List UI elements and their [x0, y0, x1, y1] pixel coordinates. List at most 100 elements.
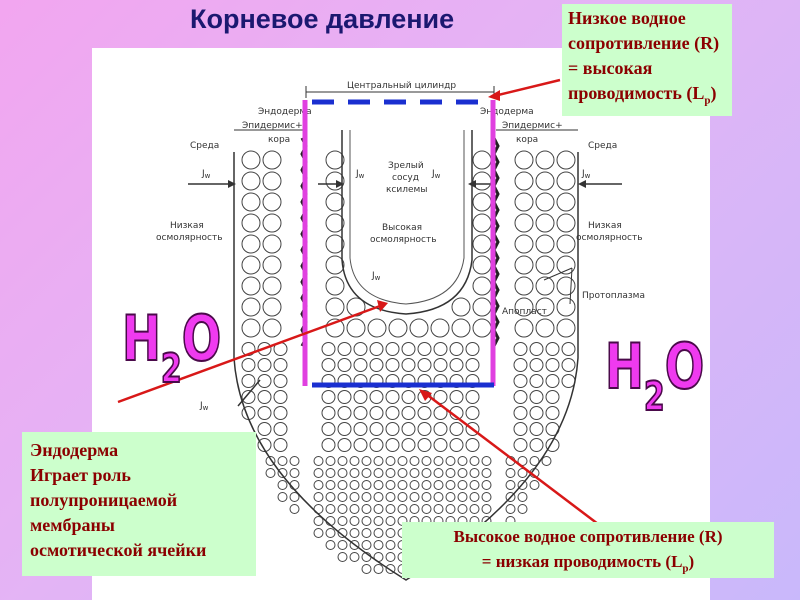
cell-circle [349, 468, 360, 478]
cell-circle [385, 504, 396, 514]
cell-circle [313, 468, 324, 478]
cell-circle [409, 318, 429, 338]
label-endoderm-right: Эндодерма [480, 107, 534, 117]
cell-circle [289, 504, 300, 514]
cell-circle [385, 456, 396, 466]
cell-circle [373, 468, 384, 478]
cell-circle [257, 422, 272, 436]
cell-circle [529, 480, 540, 490]
cell-circle [481, 456, 492, 466]
cell-circle [397, 468, 408, 478]
cell-circle [445, 468, 456, 478]
cell-circle [433, 504, 444, 514]
cell-circle [373, 540, 384, 550]
cell-circle [313, 528, 324, 538]
cell-circle [417, 438, 432, 452]
cell-circle [385, 540, 396, 550]
cell-circle [353, 390, 368, 404]
cell-circle [445, 480, 456, 490]
cell-circle [353, 422, 368, 436]
cell-circle [465, 406, 480, 420]
cell-circle [401, 342, 416, 356]
h2o-label-right: H2O [604, 329, 705, 421]
cell-circle [385, 342, 400, 356]
cell-circle [273, 374, 288, 388]
cell-circle [529, 390, 544, 404]
cell-circle [541, 456, 552, 466]
cell-circle [513, 342, 528, 356]
cell-circle [433, 358, 448, 372]
cell-circle [445, 456, 456, 466]
cell-circle [289, 468, 300, 478]
cell-circle [505, 468, 516, 478]
cell-circle [445, 504, 456, 514]
label-epi-left-1: Эпидермис+ [242, 121, 303, 131]
cell-circle [529, 342, 544, 356]
cell-circle [262, 213, 282, 233]
cell-circle [337, 528, 348, 538]
label-epi-right-1: Эпидермис+ [502, 121, 563, 131]
cell-circle [277, 492, 288, 502]
cell-circle [469, 504, 480, 514]
arrow-top-right [488, 78, 561, 101]
cell-circle [556, 192, 576, 212]
cell-circle [535, 318, 555, 338]
cell-circle [367, 318, 387, 338]
cell-circle [513, 438, 528, 452]
root-outline [233, 152, 579, 581]
label-xylem-3: ксилемы [386, 185, 427, 195]
cell-circle [401, 390, 416, 404]
cell-circle [325, 297, 345, 317]
cell-circle [337, 540, 348, 550]
label-low-osm-right-1: Низкая [588, 221, 622, 231]
annotation-high-resistance: Высокое водное сопротивление (R) = низка… [402, 522, 774, 578]
cell-circle [325, 492, 336, 502]
cell-circle [505, 504, 516, 514]
cell-circle [513, 390, 528, 404]
cell-circle [556, 213, 576, 233]
cell-circle [257, 406, 272, 420]
cell-circle [321, 358, 336, 372]
cell-circle [513, 374, 528, 388]
cell-circle [556, 234, 576, 254]
label-jw-1: Jw [201, 169, 211, 180]
cell-circle [445, 492, 456, 502]
cell-circle [385, 358, 400, 372]
cell-circle [409, 492, 420, 502]
cell-circle [535, 150, 555, 170]
cell-circle [430, 318, 450, 338]
cell-circle [313, 516, 324, 526]
cell-circle [469, 480, 480, 490]
cell-circle [449, 342, 464, 356]
cell-circle [514, 171, 534, 191]
label-low-osm-right-2: осмолярность [576, 233, 643, 243]
label-jw-5: Jw [371, 271, 381, 282]
cell-circle [433, 422, 448, 436]
cell-circle [517, 492, 528, 502]
cell-circle [535, 171, 555, 191]
label-central-cylinder: Центральный цилиндр [347, 81, 456, 91]
cell-circle [262, 192, 282, 212]
cell-circle [321, 342, 336, 356]
cell-circle [349, 456, 360, 466]
cell-circle [451, 318, 471, 338]
label-jw-4: Jw [581, 169, 591, 180]
cell-circle [257, 390, 272, 404]
cell-circle [257, 342, 272, 356]
cell-circle [385, 552, 396, 562]
cell-circle [369, 358, 384, 372]
cell-circle [289, 492, 300, 502]
cell-circle [353, 342, 368, 356]
cell-circle [545, 390, 560, 404]
cell-circle [556, 255, 576, 275]
cell-circle [457, 456, 468, 466]
cell-circle [313, 480, 324, 490]
cell-circle [556, 171, 576, 191]
cell-circle [535, 213, 555, 233]
cell-circle [421, 492, 432, 502]
cell-circle [449, 422, 464, 436]
arrow-bottom [419, 389, 599, 525]
cell-circle [241, 234, 261, 254]
cell-circle [337, 358, 352, 372]
cell-circle [325, 150, 345, 170]
